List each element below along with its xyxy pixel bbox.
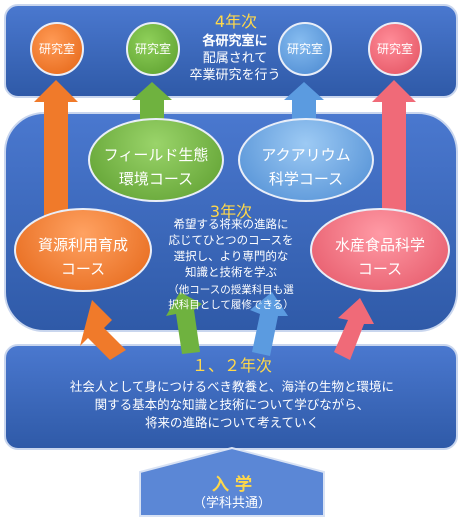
course-aqua-line-1: アクアリウム — [261, 146, 351, 164]
lab-label-1: 研究室 — [38, 42, 75, 56]
arrow-to-resource — [80, 300, 126, 360]
arrow-aqua-to-lab — [284, 82, 324, 128]
year3-desc-line-5: （他コースの授業科目も選 — [168, 284, 294, 296]
year4-desc-line-3: 卒業研究を行う — [189, 68, 281, 83]
course-aqua-line-2: 科学コース — [268, 170, 344, 188]
year12-desc-line-2: 関する基本的な知識と技術について学びながら、 — [94, 397, 370, 412]
year12-desc-line-1: 社会人として身につけるべき教養と、海洋の生物と環境に — [69, 379, 395, 394]
year12-title: １、２年次 — [191, 356, 272, 375]
course-food-line-2: コース — [357, 260, 403, 278]
arrow-food-to-lab — [372, 80, 416, 228]
year3-desc-line-4: 知識と技術を学ぶ — [185, 265, 277, 279]
course-field-line-2: 環境コース — [118, 170, 194, 188]
lab-label-3: 研究室 — [286, 42, 323, 56]
lab-circle-3 — [278, 22, 332, 76]
year3-desc-line-2: 応じてひとつのコースを — [168, 233, 294, 247]
arrow-field-to-lab — [132, 82, 172, 128]
course-field — [88, 118, 224, 202]
year3-desc-line-3: 選択し、より専門的な — [173, 249, 289, 263]
year3-desc-line-1: 希望する将来の進路に — [173, 217, 289, 231]
arrow-resource-to-lab — [34, 80, 78, 228]
arrow-to-aqua — [250, 292, 288, 356]
course-field-line-1: フィールド生態 — [103, 146, 209, 164]
entry-title: 入 学 — [212, 475, 252, 495]
lab-circle-1 — [30, 22, 84, 76]
entry-subtitle: （学科共通） — [192, 496, 271, 511]
year3-desc-line-6: 択科目として履修できる） — [168, 299, 294, 311]
course-resource-line-1: 資源利用育成 — [37, 236, 128, 254]
year4-desc-line-1: 各研究室に — [202, 34, 268, 49]
course-resource-line-2: コース — [60, 260, 106, 278]
arrow-to-food — [334, 298, 374, 360]
lab-label-4: 研究室 — [376, 42, 413, 56]
lab-circle-2 — [126, 22, 180, 76]
lab-circle-4 — [368, 22, 422, 76]
year12-desc-line-3: 将来の進路について考えていく — [144, 415, 319, 430]
lab-label-2: 研究室 — [134, 42, 171, 56]
year4-title: 4年次 — [214, 12, 258, 31]
course-resource — [14, 208, 152, 292]
arrow-to-field — [166, 292, 202, 354]
year4-desc-line-2: 配属されて — [202, 51, 268, 66]
course-aqua — [238, 118, 374, 202]
entry-arrow — [139, 446, 325, 517]
course-food-line-1: 水産食品科学 — [334, 236, 425, 254]
course-food — [310, 208, 450, 292]
year3-title: 3年次 — [209, 202, 253, 221]
